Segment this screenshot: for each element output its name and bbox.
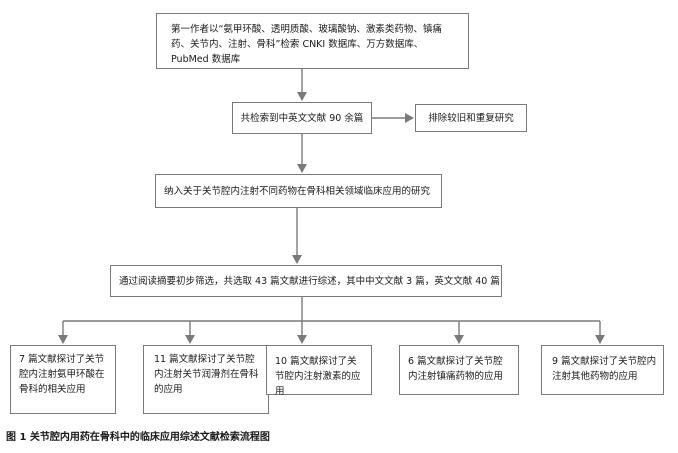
branch-text-2: 11 篇文献探讨了关节腔内注射关节润滑剂在骨科的应用 bbox=[154, 354, 259, 395]
step4-screening-box: 通过阅读摘要初步筛选，共选取 43 篇文献进行综述，其中中文文献 3 篇，英文文… bbox=[110, 265, 502, 297]
branch-box-4: 6 篇文献探讨了关节腔内注射镇痛药物的应用 bbox=[399, 345, 519, 395]
branch-box-1: 7 篇文献探讨了关节腔内注射氨甲环酸在骨科的相关应用 bbox=[10, 345, 116, 414]
step1-search-box: 第一作者以“氨甲环酸、透明质酸、玻璃酸钠、激素类药物、镇痛药、关节内、注射、骨科… bbox=[156, 13, 469, 69]
branch-text-3: 10 篇文献探讨了关节腔内注射激素的应用 bbox=[275, 356, 361, 397]
step4-text: 通过阅读摘要初步筛选，共选取 43 篇文献进行综述，其中中文文献 3 篇，英文文… bbox=[119, 275, 500, 287]
branch-box-3: 10 篇文献探讨了关节腔内注射激素的应用 bbox=[266, 345, 372, 397]
branch-box-5: 9 篇文献探讨了关节腔内注射其他药物的应用 bbox=[541, 345, 664, 395]
branch-box-2: 11 篇文献探讨了关节腔内注射关节润滑剂在骨科的应用 bbox=[143, 345, 269, 414]
branch-text-4: 6 篇文献探讨了关节腔内注射镇痛药物的应用 bbox=[408, 356, 504, 382]
branch-text-1: 7 篇文献探讨了关节腔内注射氨甲环酸在骨科的相关应用 bbox=[19, 354, 105, 395]
step1-text: 第一作者以“氨甲环酸、透明质酸、玻璃酸钠、激素类药物、镇痛药、关节内、注射、骨科… bbox=[171, 24, 442, 65]
exclude-text: 排除较旧和重复研究 bbox=[428, 112, 514, 124]
exclude-box: 排除较旧和重复研究 bbox=[415, 104, 527, 132]
step2-text: 共检索到中英文文献 90 余篇 bbox=[240, 112, 364, 124]
branch-text-5: 9 篇文献探讨了关节腔内注射其他药物的应用 bbox=[552, 356, 657, 382]
step2-results-box: 共检索到中英文文献 90 余篇 bbox=[232, 102, 372, 134]
step3-inclusion-box: 纳入关于关节腔内注射不同药物在骨科相关领域临床应用的研究 bbox=[155, 174, 442, 208]
step3-text: 纳入关于关节腔内注射不同药物在骨科相关领域临床应用的研究 bbox=[164, 185, 431, 197]
figure-caption: 图 1 关节腔内用药在骨科中的临床应用综述文献检索流程图 bbox=[6, 432, 270, 443]
